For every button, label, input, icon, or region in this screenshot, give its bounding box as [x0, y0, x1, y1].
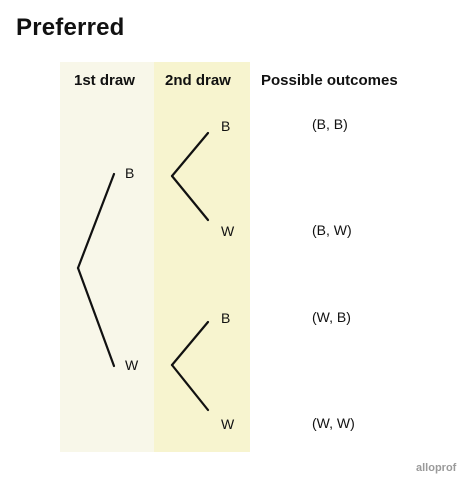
first-draw-column-band: [60, 62, 154, 452]
outcome-b-b: (B, B): [312, 116, 348, 132]
first-draw-header: 1st draw: [74, 72, 135, 89]
second-draw-node-b-1: B: [221, 118, 231, 134]
alloprof-logo: alloprof: [416, 462, 457, 474]
second-draw-header: 2nd draw: [165, 72, 231, 89]
second-draw-column-band: [154, 62, 250, 452]
branch-root-to-first-w: [76, 266, 116, 368]
first-draw-node-w: W: [125, 357, 139, 373]
first-draw-node-b: B: [125, 165, 135, 181]
branch-w-to-second-w: [170, 363, 210, 412]
possible-outcomes-header: Possible outcomes: [261, 72, 398, 89]
branch-b-to-second-b: [170, 131, 210, 178]
second-draw-node-b-2: B: [221, 310, 231, 326]
branch-b-to-second-w: [170, 174, 210, 222]
second-draw-node-w-1: W: [221, 223, 235, 239]
figure-title: Preferred: [16, 14, 125, 41]
outcome-b-w: (B, W): [312, 222, 352, 238]
second-draw-node-w-2: W: [221, 416, 235, 432]
outcome-w-w: (W, W): [312, 415, 355, 431]
branch-w-to-second-b: [170, 320, 210, 367]
outcome-w-b: (W, B): [312, 309, 351, 325]
branch-root-to-first-b: [76, 172, 116, 270]
